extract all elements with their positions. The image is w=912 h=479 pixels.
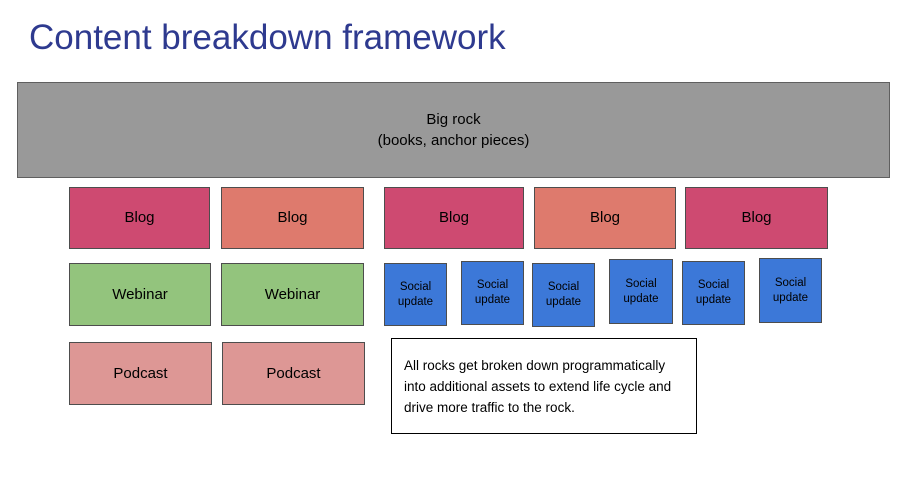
social-update-box: Social update [384, 263, 447, 326]
note-box: All rocks get broken down programmatical… [391, 338, 697, 434]
note-text: All rocks get broken down programmatical… [404, 357, 672, 415]
social-update-label: Social update [397, 280, 434, 308]
podcast-label: Podcast [113, 364, 168, 382]
blog-label: Blog [741, 209, 772, 227]
podcast-box: Podcast [69, 342, 212, 405]
big-rock-box: Big rock (books, anchor pieces) [17, 82, 890, 178]
blog-label: Blog [438, 209, 470, 227]
webinar-label: Webinar [112, 285, 168, 303]
big-rock-line2: (books, anchor pieces) [377, 132, 530, 149]
social-update-label: Social update [474, 279, 511, 306]
social-update-label: Social update [545, 281, 582, 308]
social-update-box: Social update [461, 261, 524, 325]
social-update-label: Social update [772, 276, 809, 304]
webinar-box: Webinar [221, 263, 364, 326]
blog-box: Blog [69, 187, 210, 249]
podcast-box: Podcast [222, 342, 365, 405]
social-update-box: Social update [759, 258, 822, 323]
blog-box: Blog [221, 187, 364, 249]
blog-label: Blog [124, 209, 155, 227]
blog-label: Blog [589, 209, 621, 227]
webinar-box: Webinar [69, 263, 211, 326]
blog-box: Blog [685, 187, 828, 249]
social-update-box: Social update [609, 259, 673, 324]
podcast-label: Podcast [266, 364, 321, 382]
social-update-label: Social update [695, 279, 732, 306]
blog-box: Blog [384, 187, 524, 249]
page-title: Content breakdown framework [29, 18, 506, 57]
big-rock-line1: Big rock [426, 111, 481, 128]
blog-box: Blog [534, 187, 676, 249]
social-update-box: Social update [532, 263, 595, 327]
social-update-label: Social update [623, 277, 659, 305]
social-update-box: Social update [682, 261, 745, 325]
blog-label: Blog [277, 209, 308, 227]
webinar-label: Webinar [264, 285, 321, 303]
